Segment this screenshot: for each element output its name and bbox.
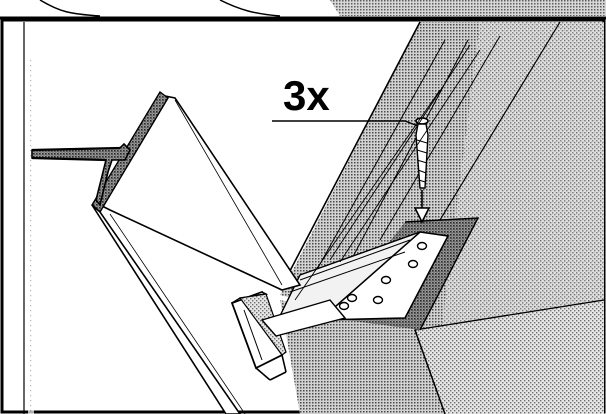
screw-hole bbox=[416, 241, 428, 251]
screw-hole bbox=[407, 259, 419, 269]
clamp-fitting bbox=[230, 290, 347, 381]
screw-hole bbox=[372, 295, 384, 305]
rail-channel-lines bbox=[294, 44, 481, 301]
wall-rail bbox=[31, 142, 131, 207]
leader-line bbox=[272, 120, 419, 127]
corner-bracket bbox=[276, 231, 450, 321]
top-strip bbox=[0, 0, 606, 20]
screw-icon bbox=[413, 117, 431, 224]
screw-hole bbox=[346, 293, 358, 303]
shelf-board bbox=[91, 90, 302, 414]
screw-hole bbox=[338, 301, 350, 311]
screw-hole bbox=[380, 275, 392, 285]
screw-quantity-label: 3x bbox=[283, 72, 330, 119]
